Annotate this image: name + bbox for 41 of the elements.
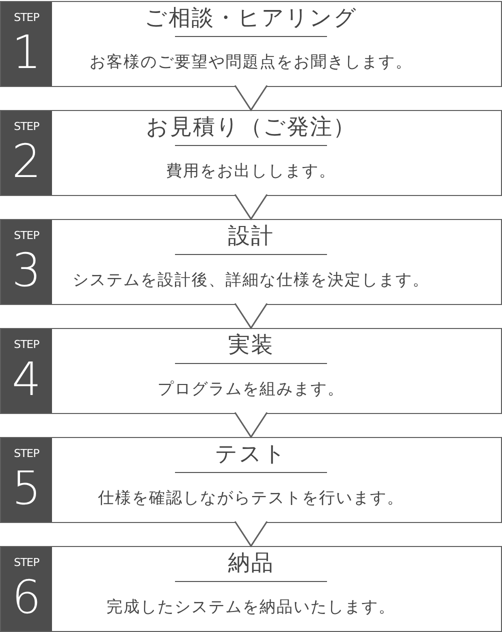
- chevron-arrow: [234, 520, 268, 548]
- step-label: STEP: [14, 12, 40, 24]
- step-box: [0, 110, 502, 196]
- step-description: 完成したシステムを納品いたします。: [106, 596, 396, 618]
- step-title: お見積り（ご発注）: [146, 114, 356, 142]
- chevron-arrow: [234, 194, 268, 220]
- step-description: 仕様を確認しながらテストを行います。: [98, 487, 404, 509]
- step-number: 2: [12, 138, 42, 184]
- step-description: システムを設計後、詳細な仕様を決定します。: [72, 269, 430, 291]
- step-number: 4: [12, 356, 42, 402]
- step-description: お客様のご要望や問題点をお聞きします。: [90, 51, 412, 73]
- step-label: STEP: [14, 339, 40, 351]
- step-box: [0, 219, 502, 305]
- step-box: [0, 546, 502, 632]
- step-number-tab: [1, 111, 52, 195]
- step-title: 設計: [228, 223, 274, 251]
- step-box: [0, 437, 502, 523]
- step-number-tab: [1, 329, 52, 413]
- step-box: [0, 1, 502, 87]
- step-number-tab: [1, 220, 52, 304]
- step-title: 実装: [228, 332, 274, 360]
- chevron-arrow: [234, 84, 268, 112]
- step-title: テスト: [215, 441, 287, 469]
- step-title: ご相談・ヒアリング: [144, 5, 358, 33]
- step-number: 3: [12, 247, 42, 293]
- step-title: 納品: [228, 550, 274, 578]
- step-description: プログラムを組みます。: [158, 378, 344, 400]
- step-label: STEP: [14, 230, 40, 242]
- step-number: 6: [12, 574, 42, 620]
- chevron-arrow: [234, 302, 268, 330]
- step-number: 1: [12, 29, 42, 75]
- step-label: STEP: [14, 557, 40, 569]
- step-box: [0, 328, 502, 414]
- step-description: 費用をお出しします。: [166, 160, 336, 182]
- step-label: STEP: [14, 448, 40, 460]
- step-number-tab: [1, 438, 52, 522]
- step-number-tab: [1, 547, 52, 631]
- step-label: STEP: [14, 121, 40, 133]
- chevron-arrow: [234, 412, 268, 438]
- step-number-tab: [1, 2, 52, 86]
- step-number: 5: [12, 465, 42, 511]
